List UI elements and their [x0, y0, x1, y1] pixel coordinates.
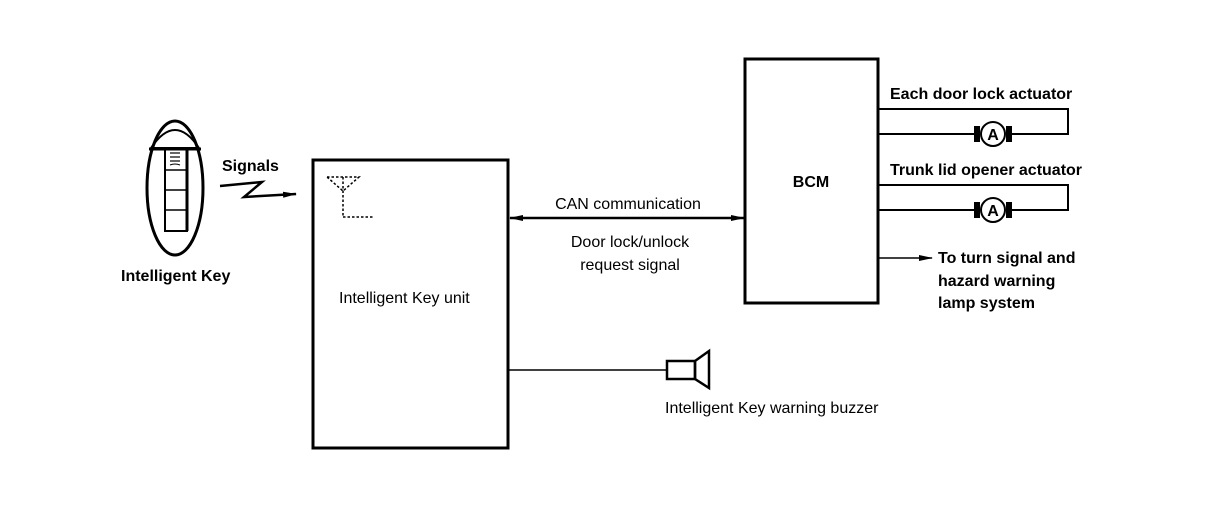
turn-signal-label-line1: To turn signal and: [938, 250, 1075, 267]
door-lock-request-label-line1: Door lock/unlock: [571, 234, 690, 251]
buzzer-icon: [665, 348, 711, 391]
motor-icon: A: [974, 197, 1012, 223]
turn-signal-label-line2: hazard warning: [938, 273, 1055, 290]
antenna-icon: [326, 176, 374, 218]
can-communication-label: CAN communication: [555, 196, 701, 213]
key-fob-icon: [145, 119, 205, 257]
motor-icon: A: [974, 121, 1012, 147]
door-lock-actuator-label: Each door lock actuator: [890, 86, 1072, 103]
trunk-lid-actuator-label: Trunk lid opener actuator: [890, 162, 1082, 179]
bcm-label: BCM: [793, 174, 829, 191]
intelligent-key-label: Intelligent Key: [121, 268, 230, 285]
svg-text:A: A: [987, 127, 999, 144]
signals-label: Signals: [222, 158, 279, 175]
intelligent-key-unit-label: Intelligent Key unit: [339, 290, 470, 307]
door-lock-request-label-line2: request signal: [580, 257, 680, 274]
intelligent-key-unit-box: [311, 158, 510, 450]
wireless-signal-icon: [219, 180, 297, 199]
trunk-lid-actuator-circuit: [878, 184, 1069, 211]
door-lock-actuator-circuit: [878, 108, 1069, 135]
svg-text:A: A: [987, 203, 999, 220]
bcm-box: [743, 57, 880, 305]
turn-signal-label-line3: lamp system: [938, 295, 1035, 312]
buzzer-label: Intelligent Key warning buzzer: [665, 400, 879, 417]
